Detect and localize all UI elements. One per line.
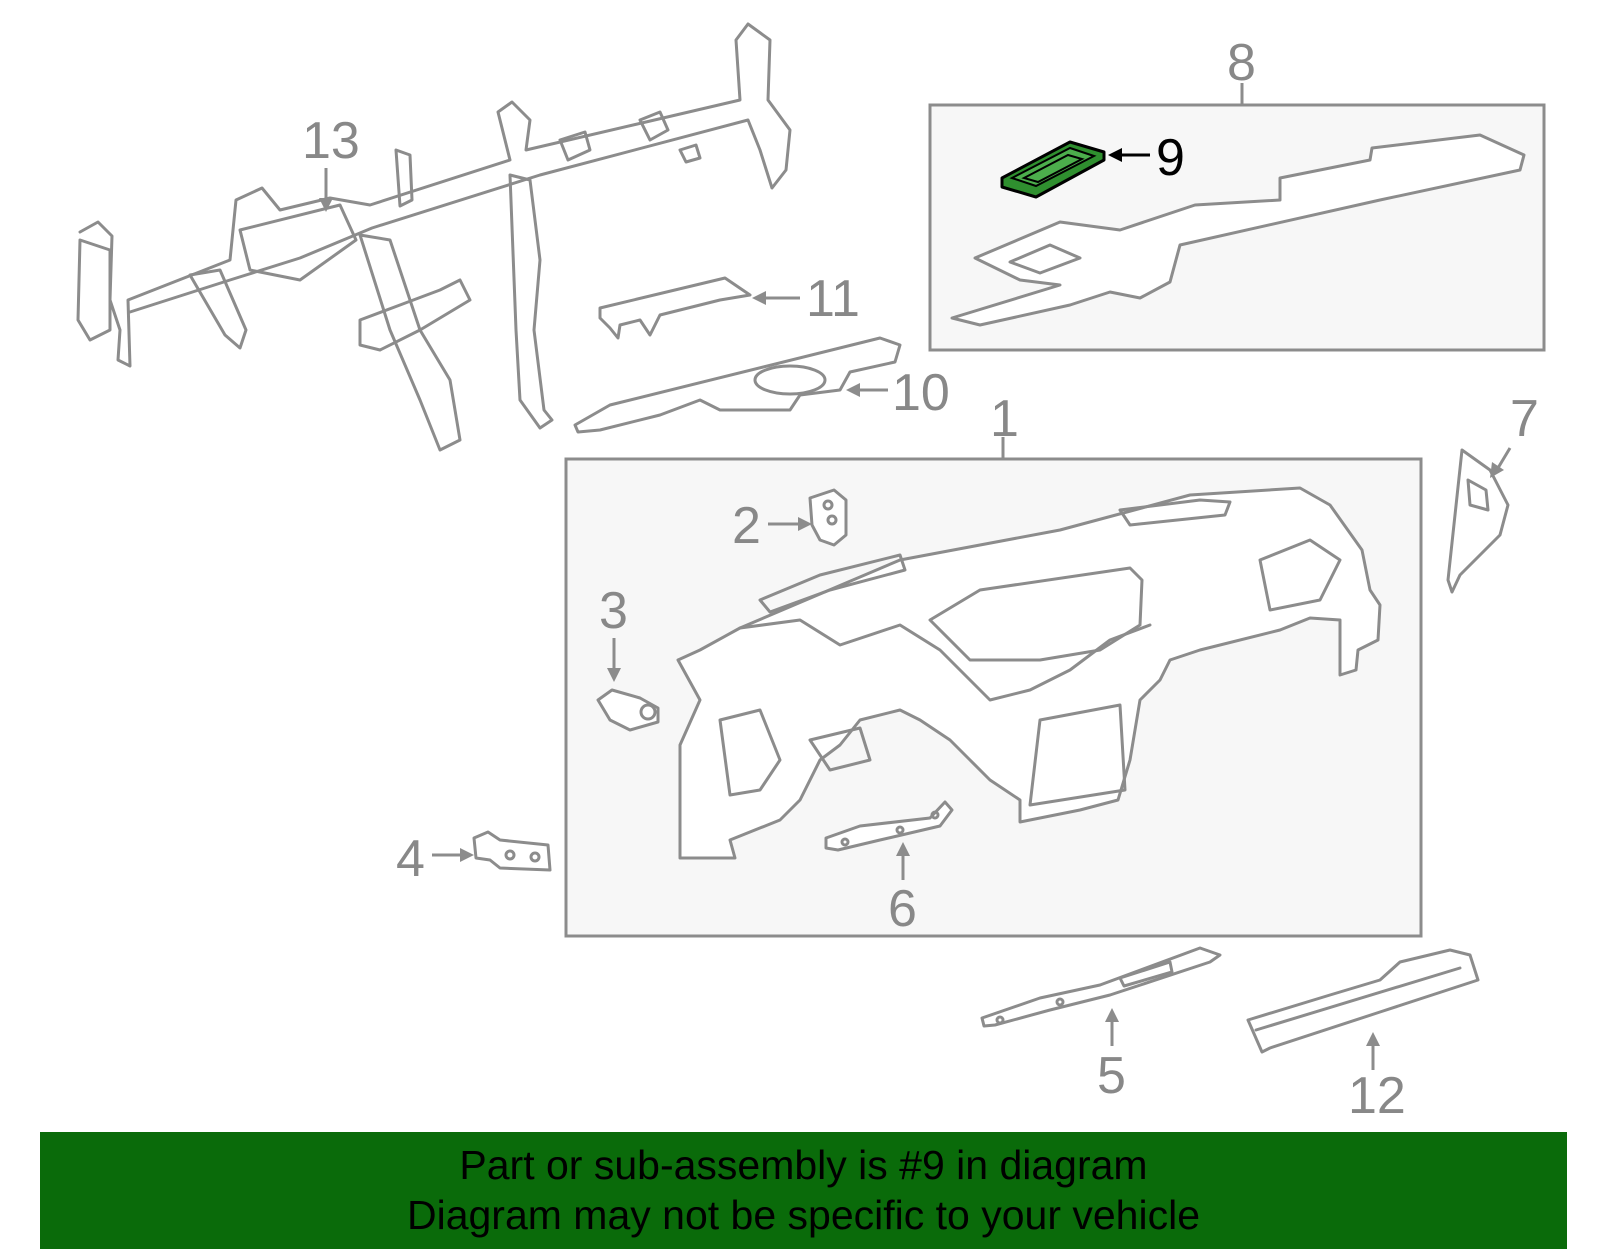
callout-10: 10	[846, 364, 950, 422]
svg-text:10: 10	[892, 364, 950, 422]
part-9-highlighted	[1000, 140, 1106, 199]
parts-diagram: 13 11 10 8 9	[76, 22, 1546, 1125]
part-11	[598, 276, 752, 340]
part-8-upper-panel	[950, 133, 1526, 327]
part-2-bracket	[808, 488, 848, 547]
callout-8: 8	[1227, 34, 1256, 92]
svg-text:13: 13	[302, 112, 360, 170]
callout-5: 5	[1097, 1008, 1126, 1105]
part-10	[573, 336, 902, 434]
svg-text:1: 1	[990, 390, 1019, 448]
svg-text:9: 9	[1156, 129, 1185, 187]
callout-12: 12	[1348, 1032, 1406, 1125]
callout-2: 2	[732, 497, 812, 555]
callout-11: 11	[752, 270, 860, 328]
part-12-trim-strip	[1246, 948, 1480, 1054]
banner-line-part: Part or sub-assembly is #9 in diagram	[459, 1142, 1148, 1188]
svg-text:4: 4	[396, 830, 425, 888]
part-13-reinforcement	[76, 22, 792, 452]
svg-text:2: 2	[732, 497, 761, 555]
callout-7: 7	[1490, 390, 1539, 478]
part-3-switch	[596, 688, 660, 732]
part-5-bracket	[980, 946, 1222, 1028]
svg-text:8: 8	[1227, 34, 1256, 92]
part-4-bracket	[472, 830, 552, 872]
svg-text:5: 5	[1097, 1047, 1126, 1105]
svg-text:11: 11	[806, 270, 860, 328]
callout-6: 6	[888, 842, 917, 938]
svg-text:12: 12	[1348, 1067, 1406, 1125]
banner-line-disclaimer: Diagram may not be specific to your vehi…	[406, 1192, 1200, 1238]
callout-4: 4	[396, 830, 474, 888]
svg-text:3: 3	[599, 582, 628, 640]
callout-9: 9	[1108, 129, 1185, 187]
part-1-instrument-panel	[676, 486, 1382, 860]
callout-13: 13	[302, 112, 360, 212]
callout-3: 3	[599, 582, 628, 682]
part-6-bracket	[824, 800, 954, 852]
svg-text:6: 6	[888, 880, 917, 938]
callout-1: 1	[990, 390, 1019, 448]
svg-text:7: 7	[1510, 390, 1539, 448]
info-banner: Part or sub-assembly is #9 in diagram Di…	[40, 1132, 1567, 1249]
